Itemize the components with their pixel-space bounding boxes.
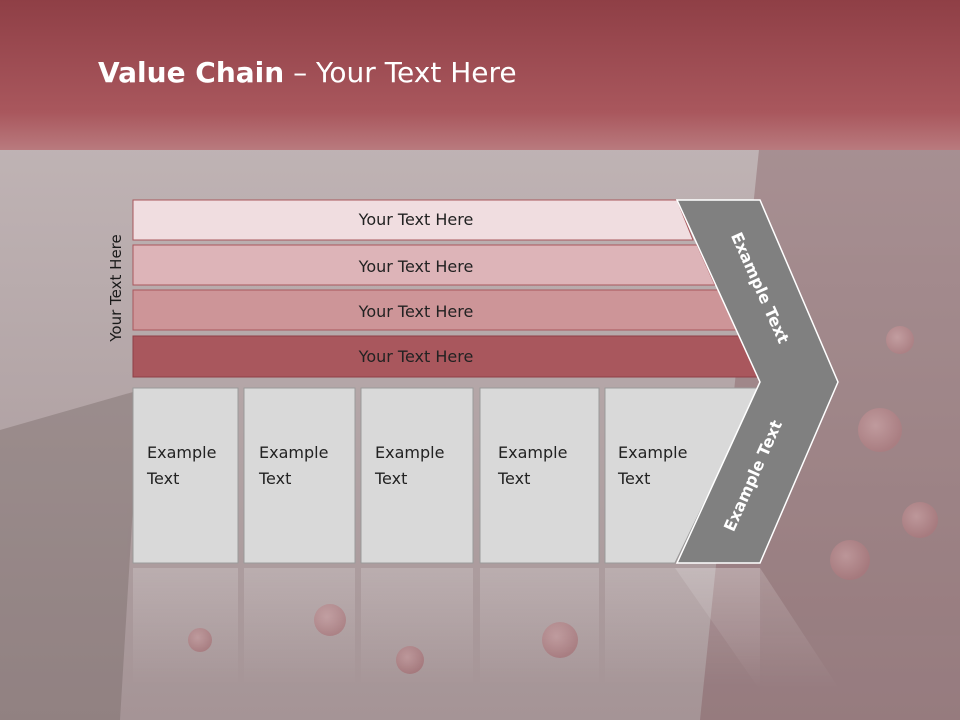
- chevron-arrow: [675, 199, 839, 564]
- slide-title: Value Chain – Your Text Here: [98, 56, 517, 89]
- activity-box-5: [604, 387, 761, 564]
- band-2-label: Your Text Here: [358, 257, 474, 276]
- band-1-label: Your Text Here: [358, 210, 474, 229]
- band-3-label: Your Text Here: [358, 302, 474, 321]
- activity-box-4: [479, 387, 600, 564]
- reflection: [133, 568, 840, 690]
- band-4-label: Your Text Here: [358, 347, 474, 366]
- activity-box-1: [132, 387, 239, 564]
- band-1: [132, 199, 694, 241]
- activity-box-2: [243, 387, 356, 564]
- title-rest: – Your Text Here: [284, 56, 517, 89]
- activity-box-3: [360, 387, 474, 564]
- title-bold: Value Chain: [98, 56, 285, 89]
